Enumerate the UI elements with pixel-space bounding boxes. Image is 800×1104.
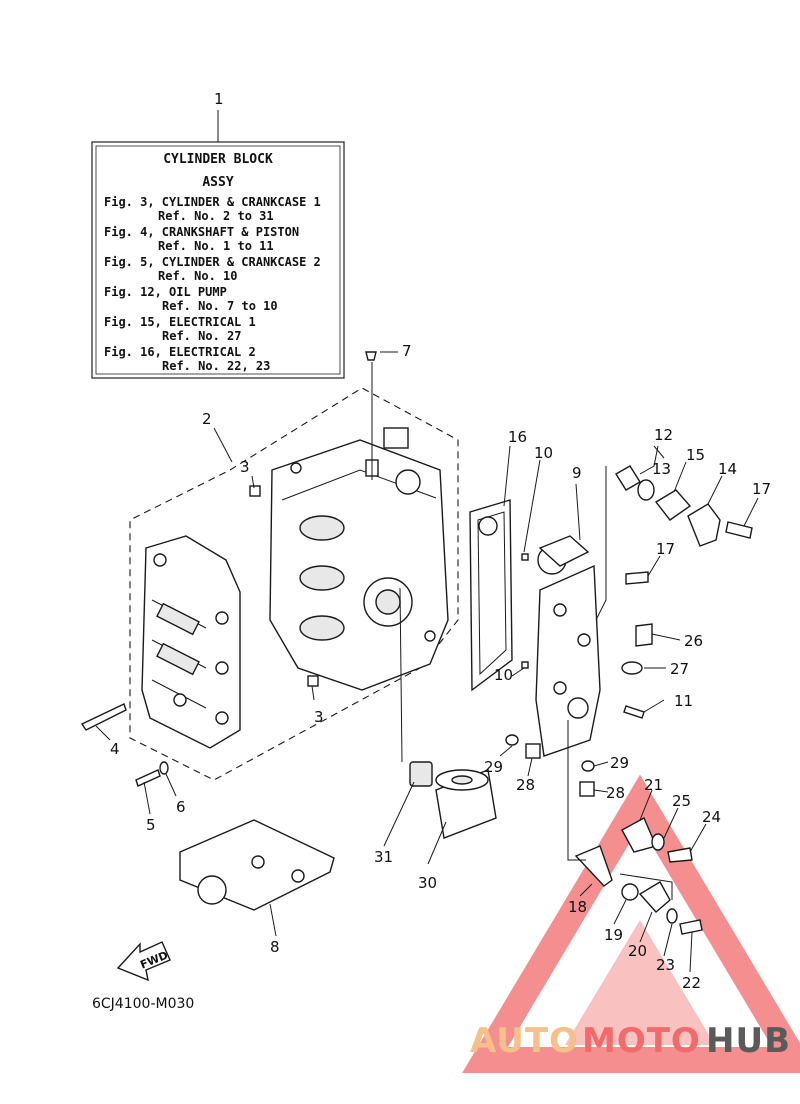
info-ref-line: Fig. 16, ELECTRICAL 2	[104, 345, 256, 359]
callout-17: 17	[752, 480, 771, 498]
info-ref-line: Fig. 12, OIL PUMP	[104, 285, 227, 299]
gasket-part	[469, 499, 513, 692]
callout-12: 12	[654, 426, 673, 444]
callout-23: 23	[656, 956, 675, 974]
callout-29: 29	[610, 754, 629, 772]
callout-3: 3	[314, 708, 324, 726]
callout-5: 5	[146, 816, 156, 834]
callout-28: 28	[516, 776, 535, 794]
callout-1: 1	[214, 90, 224, 108]
callout-7: 7	[402, 342, 412, 360]
info-ref-line: Fig. 4, CRANKSHAFT & PISTON	[104, 225, 299, 239]
callout-16: 16	[508, 428, 527, 446]
info-box-subtitle: ASSY	[202, 175, 233, 190]
oil-pan-gasket-part	[179, 819, 335, 911]
callout-11: 11	[674, 692, 693, 710]
callout-8: 8	[270, 938, 280, 956]
callout-28: 28	[606, 784, 625, 802]
callout-18: 18	[568, 898, 587, 916]
oil-filter-part	[435, 769, 497, 839]
callout-2: 2	[202, 410, 212, 428]
info-ref-line: Ref. No. 27	[162, 329, 241, 343]
info-ref-line: Ref. No. 10	[158, 269, 237, 283]
callout-30: 30	[418, 874, 437, 892]
callout-3: 3	[240, 458, 250, 476]
bolt-parts	[80, 351, 653, 797]
info-ref-line: Ref. No. 7 to 10	[162, 299, 278, 313]
callout-21: 21	[644, 776, 663, 794]
callout-29: 29	[484, 758, 503, 776]
callout-26: 26	[684, 632, 703, 650]
oil-fitting-part	[409, 761, 433, 787]
callout-17: 17	[656, 540, 675, 558]
watermark-part2: MOTO	[582, 1021, 701, 1061]
callout-10: 10	[494, 666, 513, 684]
callout-6: 6	[176, 798, 186, 816]
info-box-title: CYLINDER BLOCK	[163, 152, 273, 167]
info-ref-line: Fig. 15, ELECTRICAL 1	[104, 315, 256, 329]
drawing-code: 6CJ4100-M030	[92, 996, 194, 1012]
cylinder-block-part	[269, 427, 449, 691]
callout-13: 13	[652, 460, 671, 478]
callout-10: 10	[534, 444, 553, 462]
info-ref-line: Ref. No. 22, 23	[162, 359, 270, 373]
thermostat-parts	[615, 465, 753, 585]
info-ref-line: Ref. No. 1 to 11	[158, 239, 274, 253]
callout-15: 15	[686, 446, 705, 464]
callout-14: 14	[718, 460, 737, 478]
callout-27: 27	[670, 660, 689, 678]
fwd-arrow-icon: FWD	[116, 941, 171, 982]
watermark-part1: AUTO	[470, 1021, 579, 1061]
callout-20: 20	[628, 942, 647, 960]
info-ref-line: Ref. No. 2 to 31	[158, 209, 274, 223]
cylinder-head-part	[141, 535, 241, 749]
info-box: CYLINDER BLOCK ASSY Fig. 3, CYLINDER & C…	[91, 141, 345, 379]
callout-9: 9	[572, 464, 582, 482]
watermark-text: AUTO MOTO HUB	[470, 1021, 791, 1061]
callout-31: 31	[374, 848, 393, 866]
callout-22: 22	[682, 974, 701, 992]
callout-4: 4	[110, 740, 120, 758]
watermark-logo-icon	[462, 774, 800, 1073]
anode-parts	[574, 817, 703, 935]
callout-19: 19	[604, 926, 623, 944]
watermark-part3: HUB	[706, 1021, 791, 1061]
callout-25: 25	[672, 792, 691, 810]
info-ref-line: Fig. 3, CYLINDER & CRANKCASE 1	[104, 195, 321, 209]
callout-24: 24	[702, 808, 721, 826]
exhaust-cover-part	[535, 535, 601, 757]
leader-lines	[95, 351, 759, 973]
info-ref-line: Fig. 5, CYLINDER & CRANKCASE 2	[104, 255, 321, 269]
